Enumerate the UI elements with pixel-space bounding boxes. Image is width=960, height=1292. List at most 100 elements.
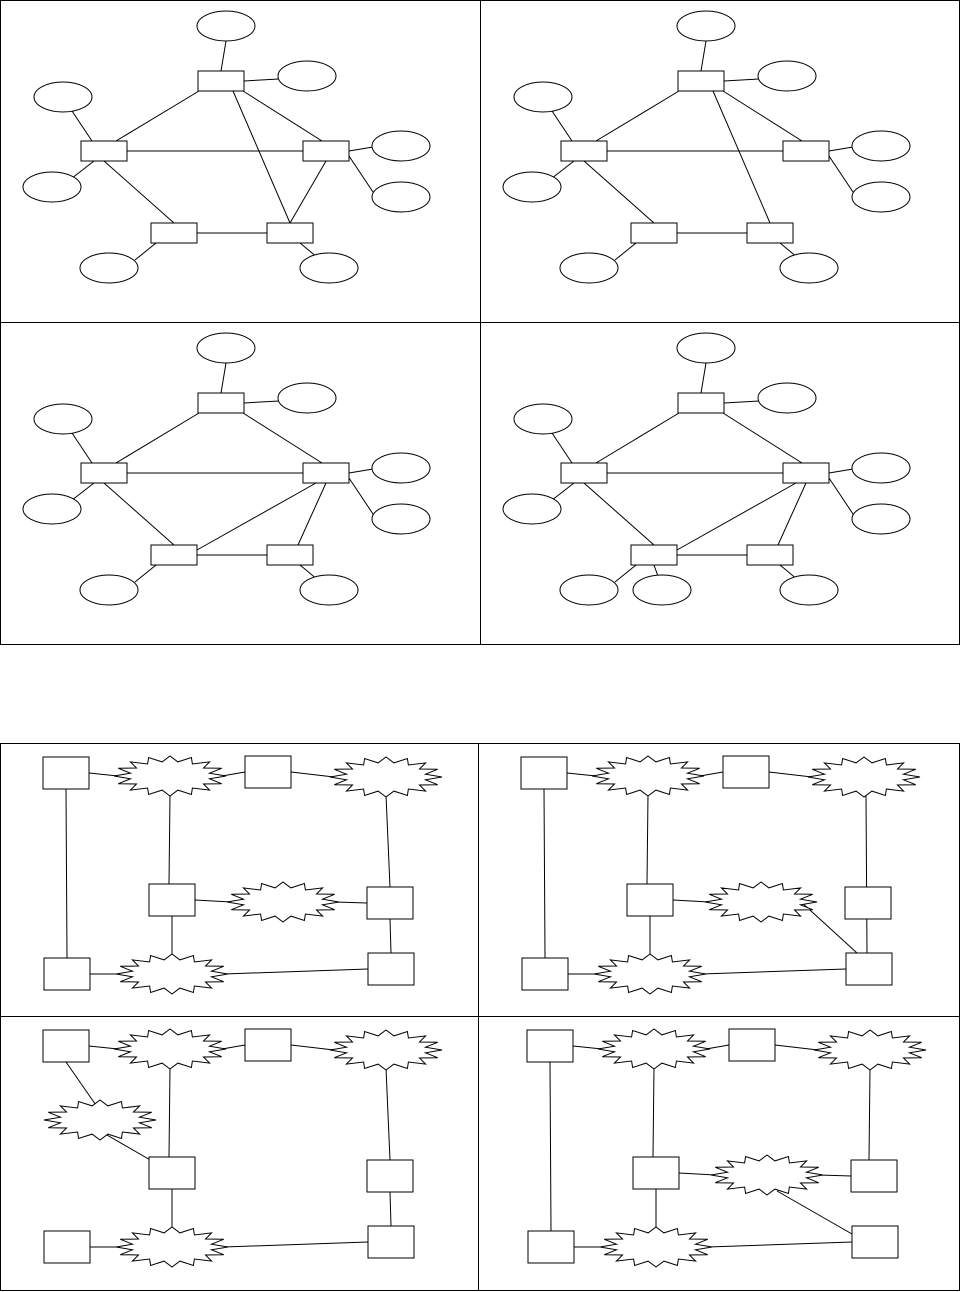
star-panel-b: [521, 756, 920, 994]
box-node: [783, 463, 829, 483]
edge: [829, 478, 855, 517]
starburst-node: [814, 1030, 926, 1070]
edge: [819, 1175, 851, 1176]
starburst-node: [114, 1029, 226, 1069]
box-node: [747, 223, 793, 243]
box-node: [44, 958, 90, 990]
edge: [386, 795, 390, 887]
box-node: [267, 545, 313, 565]
edge: [349, 469, 373, 473]
edge: [89, 773, 118, 776]
edge: [677, 483, 796, 550]
box-node: [521, 757, 567, 789]
ellipse-node: [852, 131, 910, 161]
edge: [679, 1173, 715, 1175]
ellipse-node: [300, 575, 358, 605]
edge: [243, 91, 322, 141]
starburst-node: [594, 954, 706, 994]
edge: [775, 1045, 818, 1050]
box-node: [303, 463, 349, 483]
ellipse-node: [758, 383, 816, 413]
box-node: [368, 1226, 414, 1258]
ellipse-node: [514, 82, 572, 112]
edge: [866, 795, 867, 953]
ellipse-node: [34, 404, 92, 434]
starburst-node: [227, 882, 339, 922]
box-node: [367, 1160, 413, 1192]
edge: [291, 1045, 334, 1050]
edge: [224, 1242, 368, 1247]
edge: [708, 1242, 852, 1247]
edge: [777, 1191, 852, 1234]
starburst-node: [330, 757, 442, 797]
box-node: [81, 463, 127, 483]
edge: [596, 91, 679, 141]
edge: [653, 1067, 654, 1157]
box-node: [44, 1231, 90, 1263]
edge: [135, 565, 156, 582]
edge: [829, 147, 853, 151]
ellipse-node: [80, 575, 138, 605]
star-panel-c: [43, 1029, 442, 1267]
box-node: [303, 141, 349, 161]
edge: [169, 1067, 170, 1157]
starburst-node: [592, 756, 704, 796]
box-node: [149, 1157, 195, 1189]
ellipse-node: [852, 182, 910, 212]
edge: [701, 363, 706, 393]
edge: [72, 433, 92, 463]
box-node: [245, 756, 291, 788]
edge: [104, 483, 174, 545]
box-node: [723, 756, 769, 788]
ellipse-node: [677, 11, 735, 41]
edge: [349, 156, 375, 195]
edge: [550, 1062, 551, 1231]
box-node: [43, 757, 89, 789]
ellipse-node: [560, 253, 618, 283]
edge: [544, 789, 545, 958]
ellipse-node: [852, 453, 910, 483]
edge: [724, 401, 759, 403]
edge: [702, 969, 846, 974]
edge: [349, 147, 373, 151]
edge: [573, 1046, 602, 1049]
edge: [829, 156, 855, 195]
edge: [104, 161, 174, 223]
edge: [713, 91, 770, 223]
edge: [723, 91, 802, 141]
box-node: [633, 1157, 679, 1189]
starburst-node: [711, 1155, 823, 1195]
edge: [224, 969, 368, 974]
ellipse-node: [758, 61, 816, 91]
edge: [116, 413, 199, 463]
edge: [349, 478, 375, 517]
edge: [244, 401, 279, 403]
edge: [100, 1131, 152, 1161]
box-node: [245, 1029, 291, 1061]
edge: [724, 79, 759, 81]
starburst-node: [808, 757, 920, 797]
edge: [298, 483, 326, 545]
box-node: [783, 141, 829, 161]
edge: [723, 413, 802, 463]
edge: [673, 900, 709, 902]
box-node: [527, 1030, 573, 1062]
edge: [291, 772, 334, 777]
box-node: [151, 223, 197, 243]
edge: [390, 919, 391, 953]
edge: [221, 41, 226, 71]
ellipse-node: [503, 172, 561, 202]
starburst-node: [600, 1227, 712, 1267]
network-panel-c: [23, 333, 430, 605]
starburst-node: [114, 756, 226, 796]
edge: [221, 363, 226, 393]
edge: [390, 1192, 391, 1226]
network-panel-d: [503, 333, 910, 605]
ellipse-node: [560, 575, 618, 605]
star-panel-a: [43, 756, 442, 994]
starburst-node: [116, 954, 228, 994]
box-node: [845, 887, 891, 919]
ellipse-node: [503, 494, 561, 524]
ellipse-node: [34, 82, 92, 112]
